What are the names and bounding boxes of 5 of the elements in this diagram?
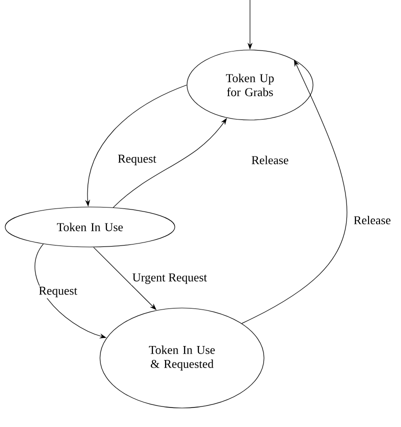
edge-label: Urgent Request <box>131 272 208 285</box>
edge-label: Request <box>38 286 78 298</box>
edge-label: Release <box>352 214 392 226</box>
edge-label: Release <box>250 154 290 166</box>
edge-label: Request <box>116 154 158 166</box>
